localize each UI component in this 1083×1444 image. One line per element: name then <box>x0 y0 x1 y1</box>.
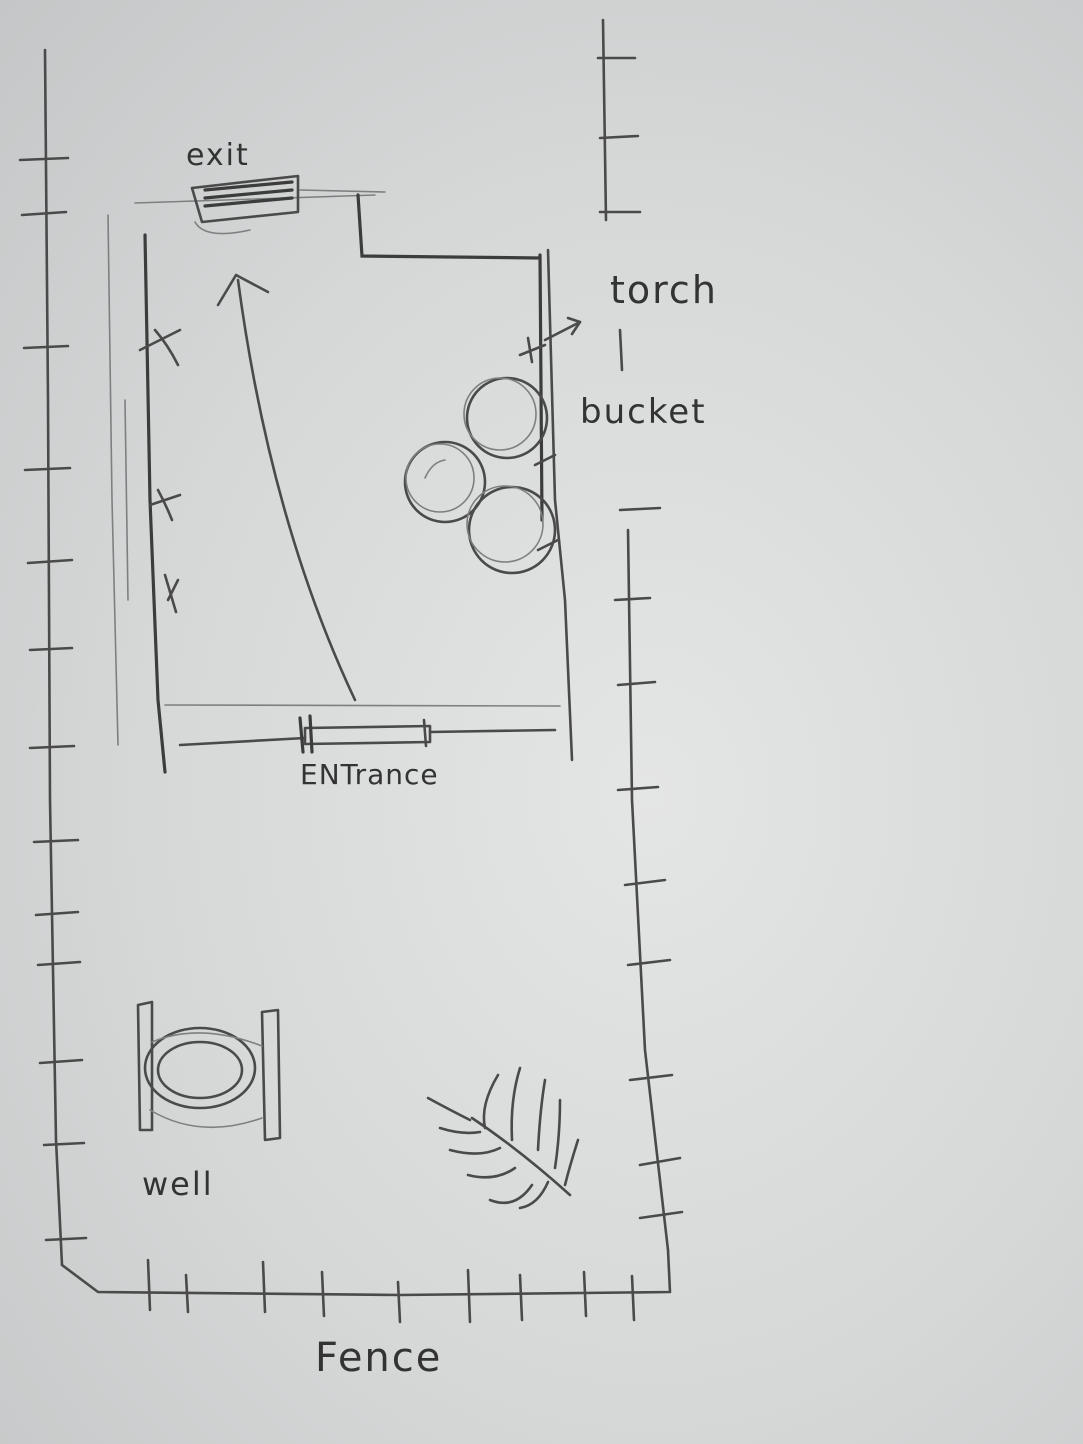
exit-label: exit <box>186 138 250 173</box>
well-icon <box>138 1002 280 1140</box>
exit-door <box>192 176 298 234</box>
entrance-label: ENTrance <box>300 758 439 791</box>
fence-bottom <box>62 1250 670 1322</box>
bucket-label: bucket <box>580 392 707 432</box>
building-walls <box>108 190 572 772</box>
bucket-stack-icon <box>405 378 555 573</box>
path-arrow <box>218 275 355 700</box>
entrance-door <box>300 716 430 752</box>
torch-label: torch <box>610 268 718 312</box>
fence-label: Fence <box>315 1335 442 1381</box>
fence-left <box>20 50 86 1265</box>
fence-right <box>598 20 682 1250</box>
torch-x-icon <box>140 318 580 612</box>
fern-leaf-icon <box>428 1068 578 1208</box>
well-label: well <box>142 1165 214 1203</box>
